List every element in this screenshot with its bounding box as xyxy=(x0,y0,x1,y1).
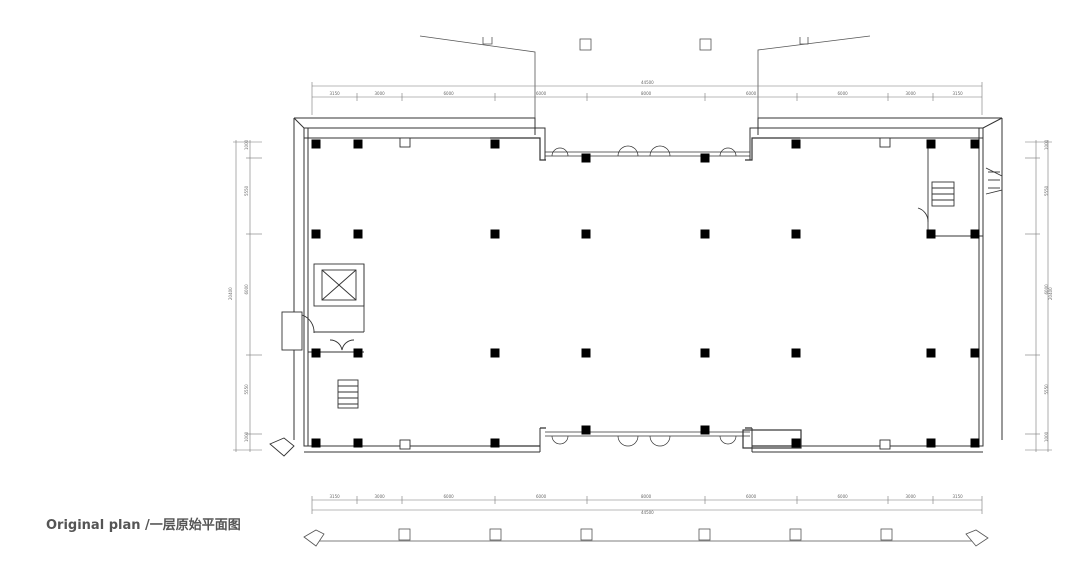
dimension-label: 5550 xyxy=(1044,384,1049,395)
structural-column xyxy=(353,139,363,149)
structural-column xyxy=(490,229,500,239)
structural-column xyxy=(791,348,801,358)
dimension-label: 6000 xyxy=(444,91,455,96)
axis-grid-markers xyxy=(303,528,989,547)
bottom-dimension-labels: 3150 3000 6000 6000 8000 6000 6000 3000 3150 xyxy=(330,494,964,499)
dimension-label: 3150 xyxy=(953,494,964,499)
bottom-dimension-line xyxy=(311,496,983,514)
structural-column xyxy=(700,425,710,435)
dimension-label: 6000 xyxy=(536,494,547,499)
left-dim-total: 20400 xyxy=(228,287,233,300)
dimension-label: 3150 xyxy=(330,91,341,96)
dimension-label: 6000 xyxy=(536,91,547,96)
dimension-label: 6000 xyxy=(838,494,849,499)
right-service-core xyxy=(917,148,1003,237)
caption-chinese: 一层原始平面图 xyxy=(149,518,241,533)
structural-column xyxy=(311,229,321,239)
dimension-label: 5550 xyxy=(244,185,249,196)
structural-column xyxy=(581,153,591,163)
dimension-label: 5550 xyxy=(1044,185,1049,196)
left-service-core xyxy=(269,263,365,457)
structural-column xyxy=(311,438,321,448)
structural-column xyxy=(791,139,801,149)
structural-column xyxy=(926,348,936,358)
dimension-label: 8000 xyxy=(641,494,652,499)
dimension-label: 3000 xyxy=(906,91,917,96)
top-dim-total: 44500 xyxy=(641,80,654,85)
structural-column xyxy=(700,348,710,358)
structural-column xyxy=(581,229,591,239)
structural-column xyxy=(490,348,500,358)
right-dimension-line xyxy=(1025,140,1052,452)
dimension-label: 6000 xyxy=(444,494,455,499)
dimension-label: 1000 xyxy=(244,431,249,442)
dimension-label: 1000 xyxy=(244,139,249,150)
structural-column xyxy=(311,139,321,149)
entrance-frames xyxy=(490,137,802,449)
bottom-dim-total: 44500 xyxy=(641,510,654,515)
plan-caption: Original plan /一层原始平面图 xyxy=(46,514,241,533)
left-dimension-line xyxy=(233,140,262,452)
structural-column xyxy=(926,139,936,149)
structural-column xyxy=(791,438,801,448)
structural-columns xyxy=(311,139,980,448)
dimension-label: 6000 xyxy=(1044,284,1049,295)
dimension-label: 8000 xyxy=(641,91,652,96)
structural-column xyxy=(970,348,980,358)
side-dimension-labels: 1000 5550 6000 5550 1000 1000 5550 6000 5550 1000 xyxy=(244,139,1049,442)
top-dimension-line xyxy=(311,82,983,115)
right-dim-total: 20400 xyxy=(1048,287,1053,300)
structural-column xyxy=(791,229,801,239)
facade-pilasters xyxy=(399,137,891,450)
dimension-label: 3000 xyxy=(375,494,386,499)
top-dimension-labels: 3150 3000 6000 6000 8000 6000 6000 3000 3150 xyxy=(330,91,964,96)
structural-column xyxy=(700,229,710,239)
dimension-label: 6000 xyxy=(244,284,249,295)
dimension-label: 3000 xyxy=(906,494,917,499)
top-canopy-outline xyxy=(419,35,871,135)
structural-column xyxy=(311,348,321,358)
structural-column xyxy=(581,425,591,435)
structural-column xyxy=(353,229,363,239)
structural-column xyxy=(970,229,980,239)
structural-column xyxy=(581,348,591,358)
dimension-label: 3150 xyxy=(953,91,964,96)
structural-column xyxy=(700,153,710,163)
dimension-label: 6000 xyxy=(838,91,849,96)
structural-column xyxy=(926,229,936,239)
structural-column xyxy=(970,438,980,448)
dimension-label: 6000 xyxy=(746,91,757,96)
dimension-label: 1000 xyxy=(1044,139,1049,150)
facade-glazing xyxy=(545,145,750,447)
structural-column xyxy=(353,438,363,448)
dimension-label: 5550 xyxy=(244,384,249,395)
dimension-label: 1000 xyxy=(1044,431,1049,442)
dimension-label: 3150 xyxy=(330,494,341,499)
caption-english: Original plan / xyxy=(46,518,150,533)
structural-column xyxy=(970,139,980,149)
dimension-label: 6000 xyxy=(746,494,757,499)
building-walls xyxy=(293,117,1003,453)
structural-column xyxy=(926,438,936,448)
structural-column xyxy=(490,139,500,149)
dimension-label: 3000 xyxy=(375,91,386,96)
structural-column xyxy=(353,348,363,358)
structural-column xyxy=(490,438,500,448)
